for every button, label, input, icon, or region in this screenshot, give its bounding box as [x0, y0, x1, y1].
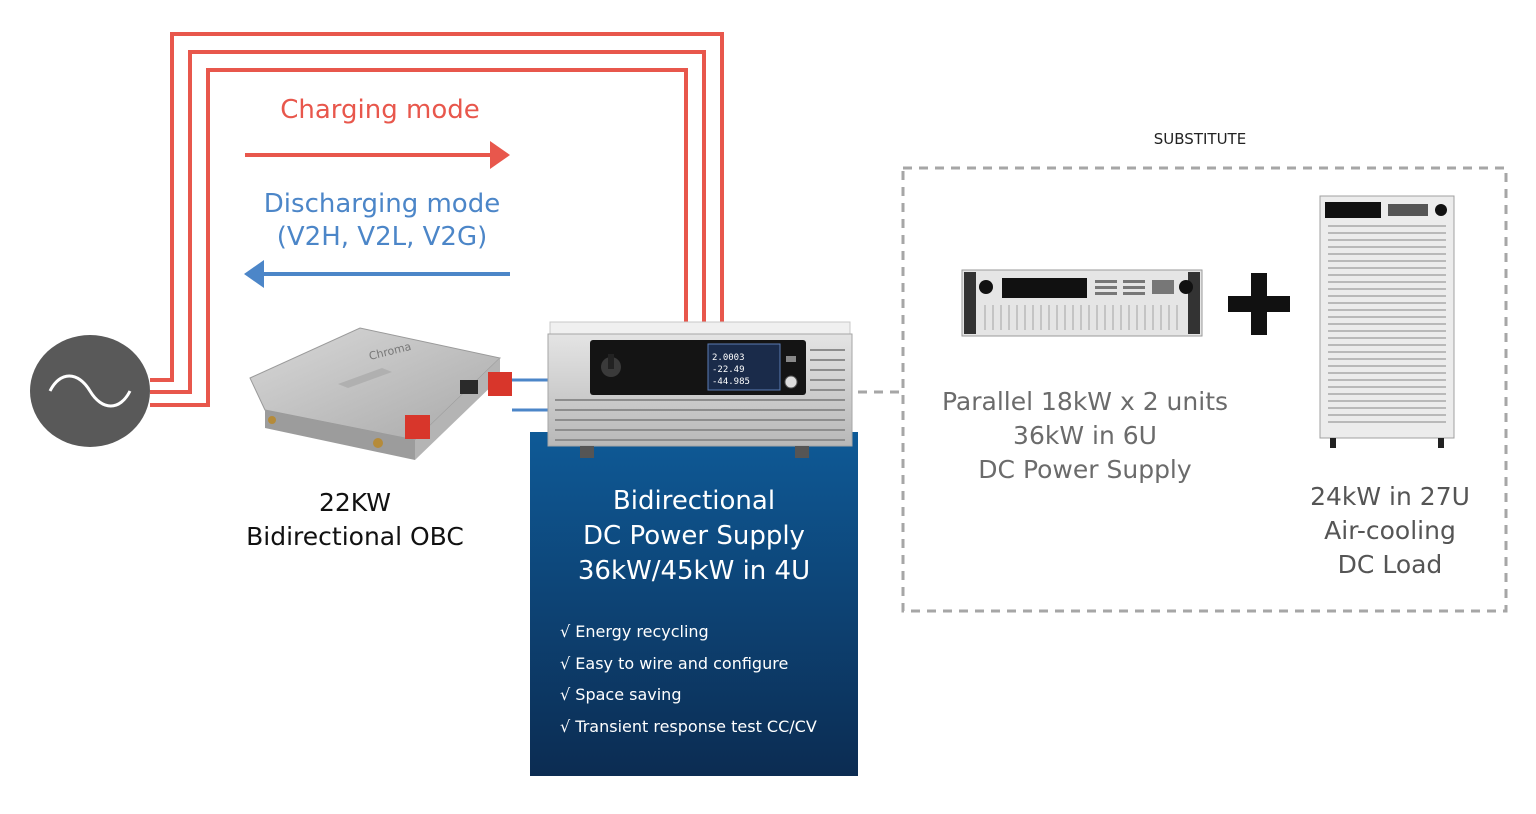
dc-load-label: 24kW in 27U Air-cooling DC Load [1285, 480, 1495, 582]
parallel-line3: DC Power Supply [978, 455, 1192, 484]
bps-line3: 36kW/45kW in 4U [577, 556, 811, 586]
dc-link-lines [512, 378, 552, 412]
parallel-line1: Parallel 18kW x 2 units [941, 387, 1229, 416]
bps-line2: DC Power Supply [583, 521, 805, 551]
load-line2: Air-cooling [1324, 516, 1456, 545]
feature-item: √ Easy to wire and configure [560, 653, 789, 673]
discharging-mode-title: Discharging mode [263, 189, 501, 219]
obc-label: 22KW Bidirectional OBC [200, 486, 510, 554]
screen-value-1: 2.0003 [712, 353, 745, 363]
screen-value-3: -44.985 [712, 377, 750, 387]
feature-item: √ Energy recycling [560, 622, 709, 641]
charging-arrow [245, 141, 510, 169]
feature-item: √ Transient response test CC/CV [560, 716, 817, 736]
charging-loop-lines [150, 32, 724, 407]
dc-load-vents [1328, 225, 1446, 423]
parallel-supply-device [961, 269, 1203, 337]
bps-line1: Bidirectional [612, 486, 776, 516]
load-line1: 24kW in 27U [1310, 482, 1470, 511]
substitute-label: SUBSTITUTE [1153, 130, 1247, 148]
charging-mode-label: Charging mode [280, 95, 480, 125]
parallel-supply-label: Parallel 18kW x 2 units 36kW in 6U DC Po… [920, 385, 1250, 487]
screen-value-2: -22.49 [712, 365, 745, 375]
obc-device: Chroma [249, 327, 512, 460]
discharging-mode-modes: (V2H, V2L, V2G) [276, 222, 488, 252]
discharging-arrow [244, 260, 510, 288]
obc-name: Bidirectional OBC [246, 522, 464, 551]
feature-item: √ Space saving [560, 685, 682, 704]
parallel-supply-keypad [1095, 280, 1174, 295]
parallel-supply-vents [984, 305, 1178, 330]
bidirectional-supply-panel [530, 432, 858, 776]
bidirectional-supply-title: Bidirectional DC Power Supply 36kW/45kW … [530, 484, 858, 589]
feature-list: √ Energy recycling √ Easy to wire and co… [560, 620, 817, 746]
discharging-mode-label: Discharging mode (V2H, V2L, V2G) [222, 188, 542, 254]
parallel-line2: 36kW in 6U [1013, 421, 1157, 450]
load-line3: DC Load [1337, 550, 1443, 579]
obc-power: 22KW [318, 488, 392, 517]
substitute-box [901, 166, 1508, 613]
dc-load-cabinet [1319, 195, 1455, 448]
plus-icon [1228, 273, 1290, 335]
ac-source-icon [30, 335, 150, 447]
supply-vents [555, 349, 845, 441]
bidirectional-supply-device: 2.0003 -22.49 -44.985 [547, 321, 853, 458]
